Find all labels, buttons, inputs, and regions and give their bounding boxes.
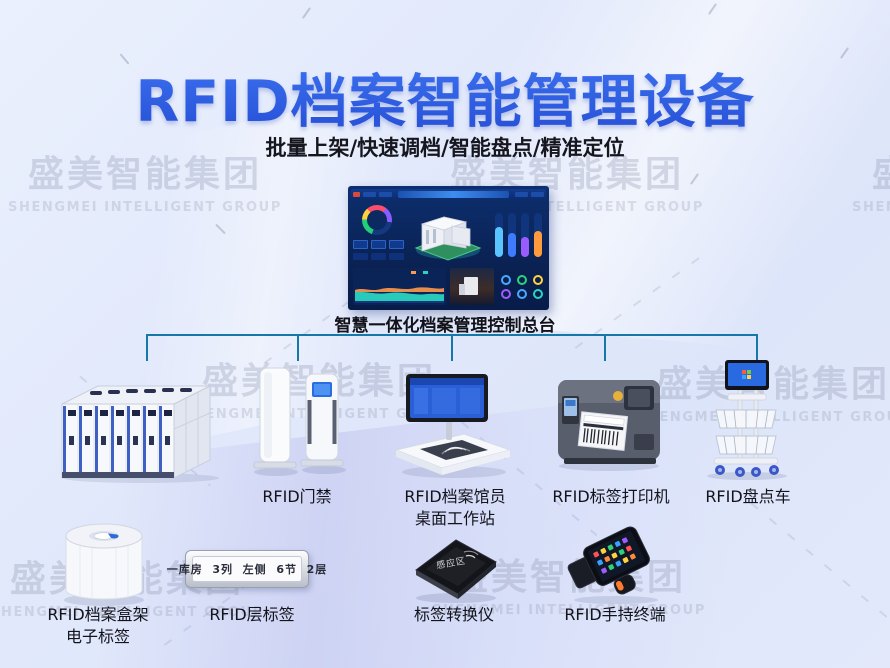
- status-icon-blue: [500, 275, 511, 285]
- converter-label: 标签转换仪: [413, 605, 495, 624]
- compact-shelf-icon: [61, 385, 219, 483]
- access-gate-icon: [253, 367, 346, 476]
- console-nav-pill: [363, 191, 376, 197]
- console-bar-panel: [491, 203, 544, 263]
- page-subtitle: 批量上架/快速调档/智能盘点/精准定位: [265, 136, 625, 160]
- cart-label: RFID盘点车: [705, 487, 791, 506]
- console-stat-box: [371, 240, 386, 249]
- decor-dash: [707, 3, 718, 15]
- inventory-cart-icon: [707, 360, 787, 480]
- console-gauge-icon: [362, 205, 392, 235]
- connector-drop-printer: [604, 334, 606, 361]
- connector-drop-shelf: [146, 334, 148, 361]
- workstation-label: RFID档案馆员 桌面工作站: [404, 486, 505, 529]
- status-icon-speaker: [516, 289, 527, 299]
- console-buttons: [353, 253, 404, 260]
- console-button-pill: [371, 253, 386, 260]
- console-button-pill: [389, 253, 404, 260]
- connector-drop-cart: [756, 334, 758, 361]
- workstation-label-line2: 桌面工作站: [414, 508, 495, 528]
- status-icon-purple: [500, 289, 511, 299]
- console-nav-pill: [515, 191, 528, 197]
- console-button-pill: [353, 253, 368, 260]
- printer-label: RFID标签打印机: [552, 487, 670, 506]
- status-icon-teal: [532, 289, 543, 299]
- gate-label: RFID门禁: [262, 487, 332, 506]
- console-left-panel: [353, 203, 405, 263]
- connector-drop-gate: [297, 334, 299, 361]
- console-stat-box: [389, 240, 404, 249]
- label-roll-label-line2: 电子标签: [65, 626, 130, 646]
- handheld-label: RFID手持终端: [564, 605, 666, 624]
- decor-dash: [301, 7, 312, 19]
- console-title-pill: [398, 190, 509, 198]
- console-logo-icon: [353, 191, 360, 197]
- hub-caption: 智慧一体化档案管理控制总台: [334, 316, 556, 336]
- connector-drop-workstation: [451, 334, 453, 361]
- photo-building: [459, 284, 465, 295]
- decor-dash: [689, 173, 700, 185]
- workstation-icon: [394, 374, 512, 478]
- workstation-illustration: [388, 370, 516, 486]
- console-status-icons: [498, 267, 545, 307]
- photo-building: [464, 277, 478, 295]
- access-gate-illustration: [252, 362, 348, 484]
- console-area-chart: [353, 268, 446, 305]
- decor-dash: [215, 223, 226, 235]
- console-photo-panel: [450, 268, 494, 305]
- console-topbar: [351, 189, 546, 199]
- label-roll-label: RFID档案盒架 电子标签: [47, 604, 148, 647]
- console-nav-pill: [379, 191, 392, 197]
- watermark-en: SHENGMEI INTELLIGENT GROUP: [8, 200, 282, 215]
- converter-illustration: [404, 530, 504, 610]
- bar-orange: [534, 231, 542, 257]
- area-chart-icon: [355, 271, 444, 303]
- label-roll-icon: [64, 523, 144, 606]
- shelf-label-label: RFID层标签: [209, 605, 295, 624]
- bar-purple: [521, 237, 529, 257]
- bar-blue: [495, 227, 503, 257]
- bar-indigo: [508, 233, 516, 257]
- console-stat-box: [353, 240, 368, 249]
- label-roll-illustration: [58, 514, 150, 612]
- workstation-label-line1: RFID档案馆员: [404, 487, 506, 506]
- handheld-terminal-icon: [567, 526, 658, 604]
- watermark-en: SHENGMEI INTELLIGENT GROUP: [852, 200, 890, 215]
- converter-pad-icon: [415, 539, 497, 603]
- console-dashboard-image: [348, 186, 549, 310]
- printer-illustration: [552, 374, 667, 476]
- status-icon-green: [516, 275, 527, 285]
- console-nav-pill: [531, 191, 544, 197]
- status-icon-yellow: [532, 275, 543, 285]
- page-title: RFID档案智能管理设备: [0, 56, 890, 138]
- console-stats: [353, 240, 404, 249]
- compact-shelf-illustration: [56, 374, 238, 488]
- handheld-illustration: [560, 518, 672, 610]
- console-3d-archive-model: [408, 202, 488, 264]
- inventory-cart-illustration: [698, 358, 795, 486]
- label-roll-label-line1: RFID档案盒架: [47, 605, 149, 624]
- archive-room-3d-icon: [414, 216, 482, 261]
- shelf-label-plate: 一库房 3列 左侧 6节 2层: [167, 550, 326, 588]
- shelf-label-plate-text: 一库房 3列 左侧 6节 2层: [167, 556, 326, 582]
- printer-icon: [558, 380, 660, 471]
- decor-dashed-line: [750, 502, 890, 620]
